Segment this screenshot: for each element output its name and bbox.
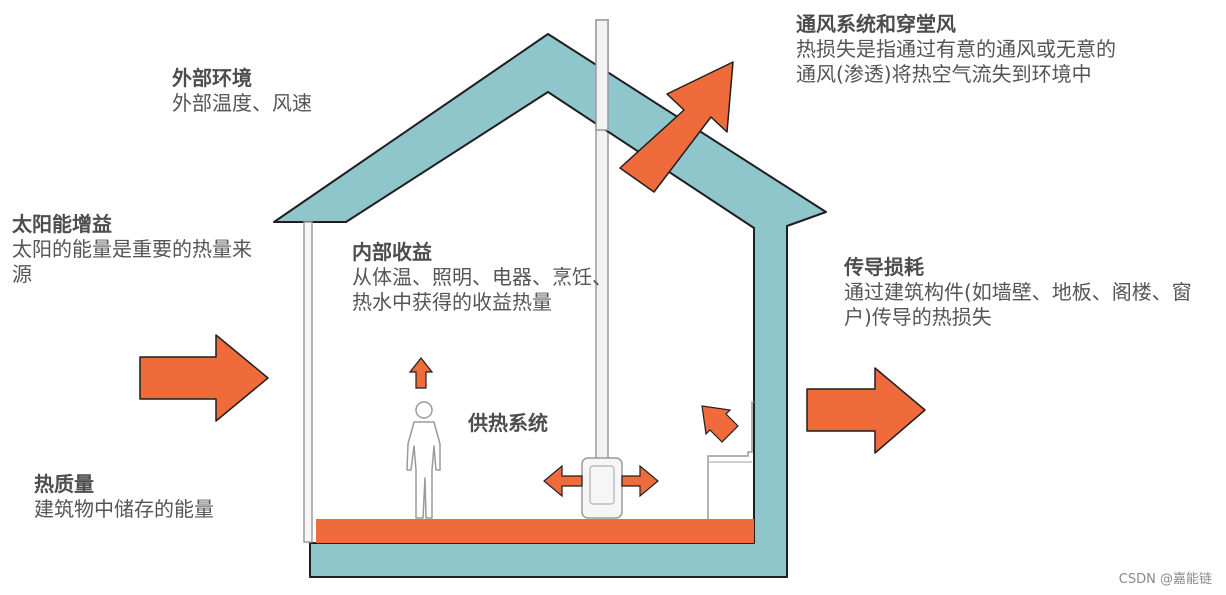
ventilation-label: 通风系统和穿堂风 热损失是指通过有意的通风或无意的 通风(渗透)将热空气流失到环… bbox=[796, 12, 1116, 87]
external-body: 外部温度、风速 bbox=[172, 91, 312, 115]
heat-out-left-arrow bbox=[543, 464, 583, 498]
solar-gain-label: 太阳能增益 太阳的能量是重要的热量来源 bbox=[12, 212, 252, 287]
vent-title: 通风系统和穿堂风 bbox=[796, 12, 956, 36]
vent-body-line2: 通风(渗透)将热空气流失到环境中 bbox=[796, 62, 1092, 86]
watermark: CSDN @嘉能链 bbox=[1118, 572, 1212, 587]
appliance-outline bbox=[707, 401, 754, 519]
internal-body-line1: 从体温、照明、电器、烹饪、 bbox=[352, 265, 612, 289]
thermal-mass-floor bbox=[316, 519, 754, 543]
internal-title: 内部收益 bbox=[352, 240, 432, 264]
conduction-title: 传导损耗 bbox=[844, 255, 924, 279]
solar-gain-arrow bbox=[139, 334, 269, 422]
vent-body-line1: 热损失是指通过有意的通风或无意的 bbox=[796, 37, 1116, 61]
house-shell bbox=[273, 33, 827, 578]
heating-system-label: 供热系统 bbox=[468, 411, 548, 435]
heater-unit bbox=[581, 457, 623, 519]
heat-out-right-arrow bbox=[621, 464, 659, 498]
heater-inner bbox=[589, 465, 615, 505]
conduction-loss-arrow bbox=[806, 367, 926, 454]
ventilation-loss-arrow bbox=[619, 61, 734, 193]
internal-gain-arrow bbox=[408, 357, 434, 389]
internal-gain-label: 内部收益 从体温、照明、电器、烹饪、 热水中获得的收益热量 bbox=[352, 240, 612, 315]
thermal-title: 热质量 bbox=[34, 472, 94, 496]
left-window-wall bbox=[303, 221, 313, 543]
external-environment-label: 外部环境 外部温度、风速 bbox=[172, 66, 312, 116]
internal-body-line2: 热水中获得的收益热量 bbox=[352, 290, 552, 314]
conduction-body: 通过建筑构件(如墙壁、地板、阁楼、窗户)传导的热损失 bbox=[844, 280, 1192, 329]
thermal-mass-label: 热质量 建筑物中储存的能量 bbox=[34, 472, 214, 522]
conduction-loss-label: 传导损耗 通过建筑构件(如墙壁、地板、阁楼、窗户)传导的热损失 bbox=[844, 255, 1214, 330]
person-silhouette bbox=[406, 401, 441, 519]
solar-title: 太阳能增益 bbox=[12, 212, 112, 236]
chimney-pipe-roof bbox=[595, 19, 609, 131]
solar-body: 太阳的能量是重要的热量来源 bbox=[12, 237, 252, 286]
appliance-heat-arrow bbox=[701, 405, 739, 443]
thermal-body: 建筑物中储存的能量 bbox=[34, 497, 214, 521]
external-title: 外部环境 bbox=[172, 66, 252, 90]
